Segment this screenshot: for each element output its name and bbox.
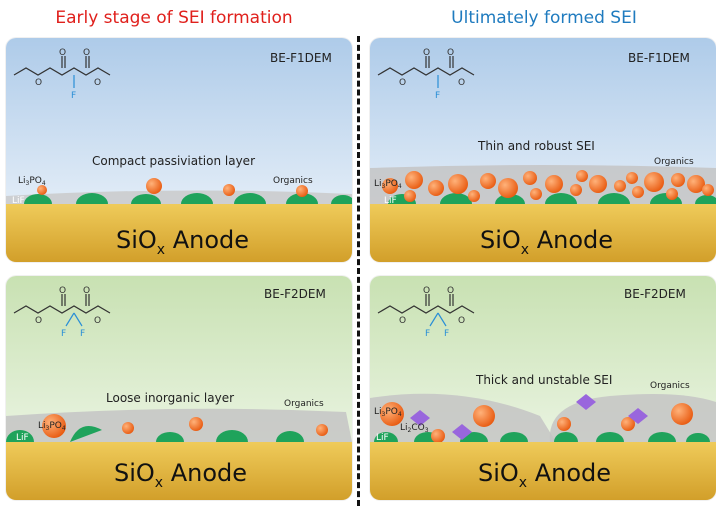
oxygen-atom: O [447, 286, 454, 296]
molecule-f1dem [13, 56, 111, 88]
li3po4-particles [380, 402, 693, 443]
fluorine-atom: F [444, 329, 449, 339]
oxygen-atom: O [458, 78, 465, 88]
header-early-stage: Early stage of SEI formation [55, 8, 293, 28]
additive-label: BE-F1DEM [270, 51, 332, 65]
oxygen-atom: O [94, 78, 101, 88]
organics-label: Organics [654, 157, 694, 167]
molecule-f2dem [13, 294, 111, 327]
sei-layer-label: Thin and robust SEI [477, 139, 595, 153]
additive-label: BE-F1DEM [628, 51, 690, 65]
lif-label: LiF [16, 433, 29, 443]
oxygen-atom: O [399, 78, 406, 88]
li3po4-label: Li3PO4 [18, 176, 46, 187]
loose-layer [6, 408, 352, 442]
anode-label: SiOx Anode [116, 226, 249, 258]
thick-layer-left [370, 393, 556, 442]
additive-label: BE-F2DEM [624, 287, 686, 301]
fluorine-atom: F [435, 91, 440, 101]
li3po4-particles [37, 178, 308, 197]
organics-label: Organics [284, 399, 324, 409]
li2co3-particles [410, 394, 648, 440]
lif-label: LiF [12, 196, 25, 206]
oxygen-atom: O [83, 48, 90, 58]
fluorine-atom: F [80, 329, 85, 339]
molecule-f1dem [377, 56, 475, 88]
organics-label: Organics [650, 381, 690, 391]
oxygen-atom: O [35, 78, 42, 88]
sei-layer-label: Compact passiviation layer [92, 154, 255, 168]
fluorine-atom: F [61, 329, 66, 339]
lif-particles [6, 426, 304, 442]
anode-block [370, 204, 716, 262]
oxygen-atom: O [59, 286, 66, 296]
sei-layer-label: Thick and unstable SEI [475, 373, 612, 387]
panel-early-f2dem: O O O O F F BE-F2DEM Loose inorganic lay… [6, 276, 352, 500]
oxygen-atom: O [94, 316, 101, 326]
oxygen-atom: O [83, 286, 90, 296]
additive-label: BE-F2DEM [264, 287, 326, 301]
organics-label: Organics [273, 176, 313, 186]
lif-particles [374, 432, 710, 442]
anode-label: SiOx Anode [480, 226, 613, 258]
fluorine-atom: F [425, 329, 430, 339]
oxygen-atom: O [447, 48, 454, 58]
li3po4-label: Li3PO4 [374, 407, 402, 418]
anode-label: SiOx Anode [478, 459, 611, 491]
li3po4-particles [42, 414, 328, 438]
panel-final-f1dem: O O O O F BE-F1DEM Thin and robust SEI O… [370, 38, 716, 262]
anode-block [370, 442, 716, 500]
li3po4-label: Li3PO4 [374, 179, 402, 190]
li2co3-label: Li2CO3 [400, 423, 429, 434]
oxygen-atom: O [458, 316, 465, 326]
oxygen-atom: O [399, 316, 406, 326]
oxygen-atom: O [423, 48, 430, 58]
oxygen-atom: O [423, 286, 430, 296]
center-dashed-divider [357, 36, 360, 506]
header-ultimately-formed: Ultimately formed SEI [451, 8, 637, 28]
li3po4-particles [382, 170, 714, 202]
panel-early-f1dem: O O O O F BE-F1DEM Compact passiviation … [6, 38, 352, 262]
molecule-f2dem [377, 294, 475, 327]
panel-final-f2dem: O O O O F F BE-F2DEM Thick and unstable … [370, 276, 716, 500]
lif-label: LiF [384, 196, 397, 206]
lif-particles [24, 193, 352, 204]
lif-label: LiF [376, 433, 389, 443]
sei-layer-label: Loose inorganic layer [106, 391, 234, 405]
fluorine-atom: F [71, 91, 76, 101]
anode-block [6, 442, 352, 500]
anode-block [6, 204, 352, 262]
oxygen-atom: O [35, 316, 42, 326]
oxygen-atom: O [59, 48, 66, 58]
anode-label: SiOx Anode [114, 459, 247, 491]
li3po4-label: Li3PO4 [38, 421, 66, 432]
